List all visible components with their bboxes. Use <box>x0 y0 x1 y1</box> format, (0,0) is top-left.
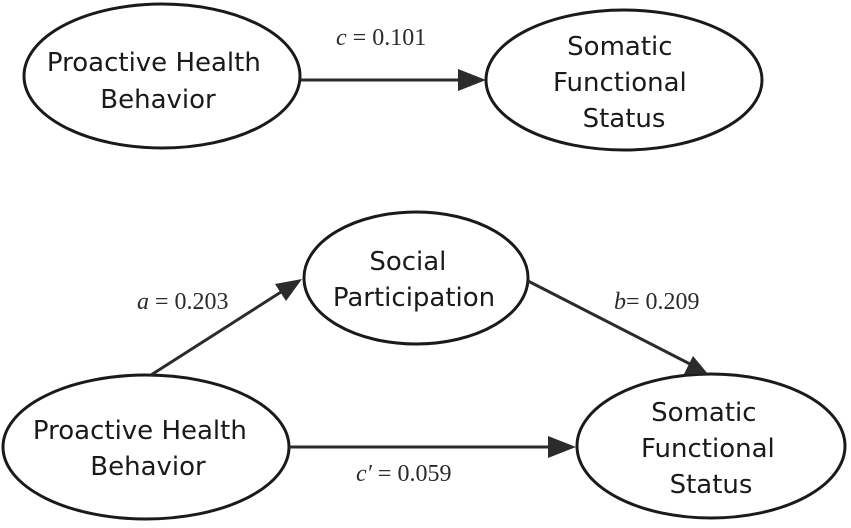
path-b-label: b= 0.209 <box>614 289 700 315</box>
path-c-prime-value: = 0.059 <box>372 461 452 487</box>
path-c-prime-arrowhead <box>548 436 576 458</box>
top-predictor-node: Proactive Health Behavior <box>22 2 302 150</box>
path-a-line <box>150 290 282 377</box>
path-a-value: = 0.203 <box>149 289 229 315</box>
path-b-line <box>527 279 691 366</box>
top-outcome-label-line-2: Functional <box>553 68 687 98</box>
path-a-symbol: a <box>137 289 149 315</box>
bottom-outcome-label-line-2: Functional <box>641 434 775 464</box>
path-a-arrow <box>150 279 302 377</box>
path-c-prime-label: c′ = 0.059 <box>356 461 451 487</box>
top-predictor-ellipse <box>22 2 302 150</box>
top-predictor-label: Proactive Health Behavior <box>47 48 269 115</box>
bottom-predictor-label-line-1: Proactive Health <box>33 416 247 446</box>
bottom-outcome-node: Somatic Functional Status <box>575 372 847 520</box>
mediator-ellipse <box>302 210 530 346</box>
path-c-arrow <box>301 69 486 91</box>
mediator-label-line-1: Social <box>369 247 446 277</box>
top-outcome-label-line-1: Somatic <box>567 32 672 62</box>
top-outcome-label: Somatic Functional Status <box>553 32 695 134</box>
bottom-predictor-label: Proactive Health Behavior <box>33 416 255 482</box>
mediator-node: Social Participation <box>302 210 530 346</box>
bottom-outcome-label-line-3: Status <box>670 470 753 500</box>
bottom-predictor-label-line-2: Behavior <box>90 452 206 482</box>
path-b-symbol: b <box>614 289 626 315</box>
path-c-arrowhead <box>458 69 486 91</box>
top-outcome-label-line-3: Status <box>583 104 666 134</box>
path-b-arrowhead <box>684 356 708 374</box>
bottom-outcome-ellipse <box>575 372 847 520</box>
mediator-label: Social Participation <box>333 247 495 313</box>
path-b-value: = 0.209 <box>626 289 700 315</box>
path-b-arrow <box>527 279 708 374</box>
path-c-label: c = 0.101 <box>336 25 426 51</box>
top-outcome-node: Somatic Functional Status <box>484 8 764 152</box>
path-c-value: = 0.101 <box>347 25 427 51</box>
bottom-outcome-label: Somatic Functional Status <box>641 398 783 500</box>
path-a-label: a = 0.203 <box>137 289 229 315</box>
top-predictor-label-line-2: Behavior <box>100 85 216 115</box>
mediator-label-line-2: Participation <box>333 283 495 313</box>
bottom-predictor-node: Proactive Health Behavior <box>1 373 291 521</box>
bottom-predictor-ellipse <box>1 373 291 521</box>
path-c-prime-arrow <box>289 436 576 458</box>
bottom-outcome-label-line-1: Somatic <box>651 398 756 428</box>
top-predictor-label-line-1: Proactive Health <box>47 48 261 78</box>
path-a-arrowhead <box>275 279 302 301</box>
path-c-prime-symbol: c′ <box>356 461 373 487</box>
path-c-symbol: c <box>336 25 347 51</box>
